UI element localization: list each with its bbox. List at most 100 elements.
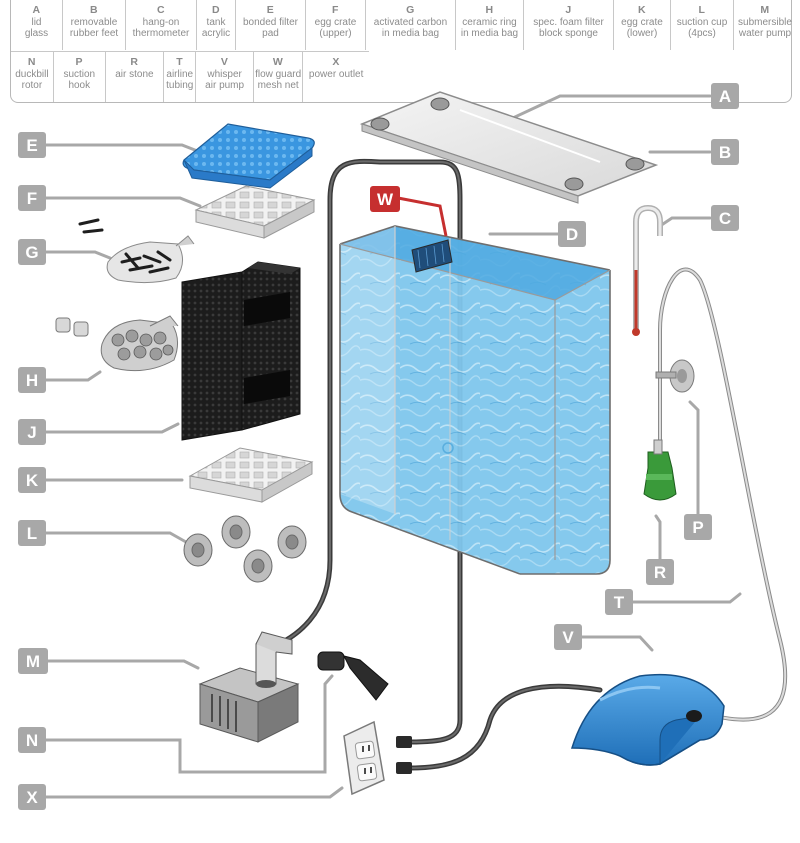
legend-description: suction cup xyxy=(676,16,728,28)
legend-description: egg crate xyxy=(314,16,357,28)
svg-text:H: H xyxy=(26,371,38,390)
legend-description: air stone xyxy=(115,68,154,80)
legend-letter: C xyxy=(156,4,166,16)
tag-t: T xyxy=(605,589,633,615)
rubber-foot-icon xyxy=(370,97,645,191)
legend-description: activated carbon xyxy=(373,16,448,28)
filter-pad-icon xyxy=(182,123,315,189)
legend-description: tubing xyxy=(166,80,194,91)
legend-description: hang-on xyxy=(142,16,180,28)
legend-letter: L xyxy=(698,4,706,16)
tag-c: C xyxy=(711,205,739,231)
legend-description: suction hook xyxy=(63,68,96,92)
tag-b: B xyxy=(711,139,739,165)
legend-letter: X xyxy=(332,56,340,68)
svg-text:A: A xyxy=(719,87,731,106)
legend-description: removable xyxy=(70,16,118,28)
tank-icon xyxy=(339,225,611,575)
legend-description: rotor xyxy=(21,80,43,91)
airline-tubing-icon xyxy=(658,267,788,722)
legend-description: in media bag xyxy=(381,28,440,39)
legend-letter: V xyxy=(220,56,229,68)
legend-description: pad xyxy=(262,28,279,39)
svg-text:F: F xyxy=(27,189,37,208)
tag-x: X xyxy=(18,784,46,810)
legend-letter: A xyxy=(32,4,41,16)
tag-r: R xyxy=(646,559,674,585)
legend-description: (4pcs) xyxy=(688,28,716,39)
legend-letter: R xyxy=(130,56,139,68)
legend-description: submersible xyxy=(738,16,792,28)
legend-description: (upper) xyxy=(319,28,352,39)
legend-letter: B xyxy=(89,4,99,16)
lid-glass xyxy=(359,91,659,204)
legend-description: block sponge xyxy=(539,28,598,39)
air-stone-icon xyxy=(643,439,677,501)
svg-text:T: T xyxy=(614,593,625,612)
legend-description: egg crate xyxy=(621,16,663,28)
tag-n: N xyxy=(18,727,46,753)
legend-description: bonded filter xyxy=(242,16,299,28)
svg-text:C: C xyxy=(719,209,731,228)
legend-description: lid xyxy=(31,16,42,28)
legend-letter: G xyxy=(406,4,415,16)
power-outlet-icon xyxy=(343,720,412,796)
tag-f: F xyxy=(18,185,46,211)
legend-letter: T xyxy=(176,56,184,68)
duckbill-rotor-icon xyxy=(317,651,389,701)
svg-text:V: V xyxy=(562,628,574,647)
legend-letter: H xyxy=(485,4,494,16)
legend-description: power outlet xyxy=(308,68,364,80)
legend-letter: F xyxy=(332,4,339,16)
svg-text:X: X xyxy=(26,788,38,807)
svg-text:E: E xyxy=(26,136,37,155)
tag-k: K xyxy=(18,467,46,493)
legend-letter: D xyxy=(211,4,221,16)
svg-text:R: R xyxy=(654,563,666,582)
leader-lines xyxy=(34,94,742,799)
legend-letter: E xyxy=(266,4,275,16)
tag-v: V xyxy=(554,624,582,650)
legend-description: glass xyxy=(24,28,49,39)
tag-g: G xyxy=(18,239,46,265)
legend-letter: K xyxy=(637,4,647,16)
thermometer-icon xyxy=(632,204,663,336)
tag-l: L xyxy=(18,520,46,546)
legend-description: airline xyxy=(166,68,194,80)
legend-description: spec. foam filter xyxy=(533,16,604,28)
power-cords xyxy=(255,158,603,771)
legend-letter: P xyxy=(75,56,84,68)
mesh-net-leader xyxy=(397,196,448,237)
carbon-bag-icon xyxy=(78,218,195,284)
part-tags: A B C D W E F G H J K L M N X P R T V xyxy=(18,83,739,810)
svg-text:B: B xyxy=(719,143,731,162)
legend-description: in media bag xyxy=(460,28,519,39)
svg-text:K: K xyxy=(26,471,39,490)
legend-description: mesh net xyxy=(257,80,299,91)
foam-block-icon xyxy=(181,261,301,441)
legend-description: rubber feet xyxy=(69,28,119,39)
tag-e: E xyxy=(18,132,46,158)
tag-p: P xyxy=(684,514,712,540)
legend-description: whisper xyxy=(207,68,242,80)
tag-j: J xyxy=(18,419,46,445)
legend-description: duckbill xyxy=(15,68,49,80)
legend-description: tank xyxy=(206,16,226,28)
legend-description: acrylic xyxy=(201,28,231,39)
